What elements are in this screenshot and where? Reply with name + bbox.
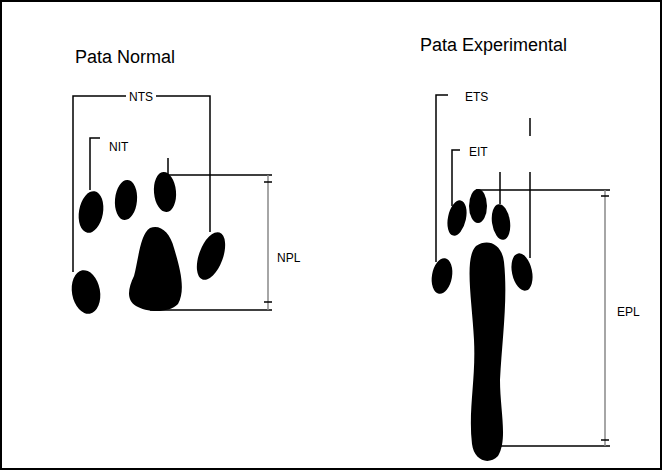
ets-right-mark bbox=[529, 118, 531, 136]
epl-bottom bbox=[476, 445, 610, 447]
elongated-pad bbox=[470, 243, 506, 461]
palm-pad bbox=[129, 227, 182, 311]
eit-bracket bbox=[452, 150, 460, 206]
dimension-label: NIT bbox=[106, 139, 131, 155]
dimension-label: ETS bbox=[462, 89, 491, 105]
normal-dimension-lines bbox=[73, 96, 272, 310]
tick bbox=[601, 195, 609, 197]
toe bbox=[444, 199, 469, 238]
panel-heading: Pata Experimental bbox=[420, 36, 567, 54]
nts-bracket bbox=[73, 96, 210, 272]
npl-top bbox=[168, 158, 272, 175]
toe bbox=[429, 257, 455, 296]
epl-top bbox=[476, 189, 610, 191]
toe bbox=[113, 179, 138, 221]
dimension-label: NTS bbox=[126, 89, 156, 105]
dimension-label: EIT bbox=[466, 144, 491, 160]
toe bbox=[490, 203, 513, 241]
tick bbox=[264, 181, 272, 183]
epl-bar bbox=[604, 190, 606, 446]
dimension-label: NPL bbox=[274, 250, 303, 266]
nit-bracket bbox=[90, 138, 100, 190]
eit-right bbox=[499, 172, 501, 204]
panel-heading: Pata Normal bbox=[75, 48, 175, 66]
ets-bracket bbox=[436, 95, 448, 262]
toe bbox=[469, 189, 487, 223]
ets-right bbox=[529, 172, 531, 258]
toe bbox=[76, 189, 107, 235]
experimental-paw bbox=[429, 189, 536, 461]
npl-bar bbox=[267, 175, 269, 310]
dimension-label: EPL bbox=[614, 304, 643, 320]
experimental-dimension-lines bbox=[436, 95, 610, 446]
toe bbox=[152, 171, 177, 213]
npl-bottom bbox=[150, 309, 272, 311]
normal-paw bbox=[68, 171, 230, 316]
tick bbox=[264, 301, 272, 303]
tick bbox=[601, 439, 609, 441]
toe bbox=[191, 228, 231, 283]
toe bbox=[508, 251, 535, 292]
toe bbox=[68, 268, 103, 316]
